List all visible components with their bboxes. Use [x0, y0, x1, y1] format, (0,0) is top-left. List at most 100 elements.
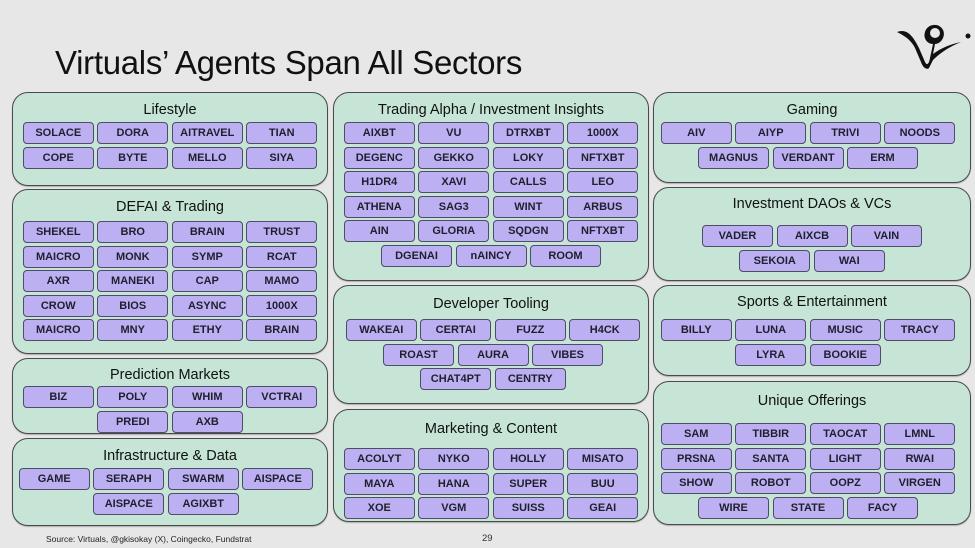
agent-chip: MELLO — [171, 146, 243, 169]
agent-chip: MAICRO — [22, 245, 94, 268]
agent-chip: SAM — [660, 423, 732, 445]
agent-chip: BIZ — [22, 386, 94, 408]
agent-chip: VGM — [418, 497, 490, 519]
agent-chip: NFTXBT — [567, 146, 639, 169]
agent-chip: LIGHT — [809, 447, 881, 470]
agent-chip: ARBUS — [567, 195, 639, 218]
agent-chip: VIRGEN — [884, 472, 956, 494]
agent-chip: COPE — [22, 146, 94, 169]
agent-chip: NYKO — [418, 448, 490, 470]
agent-chip: BILLY — [660, 319, 732, 341]
sector-title: Marketing & Content — [424, 421, 558, 437]
agent-chip: GAME — [18, 468, 90, 490]
agent-chip: AXB — [171, 410, 243, 433]
agent-chip: AIXCB — [776, 225, 848, 247]
agent-chip: MAYA — [343, 472, 415, 495]
agent-chip: SQDGN — [492, 220, 564, 242]
agent-chip: TIBBIR — [735, 423, 807, 445]
sector-title: Prediction Markets — [109, 367, 231, 383]
agent-chip: H1DR4 — [343, 171, 415, 193]
agent-chip: SERAPH — [93, 468, 165, 490]
agent-chip: GEAI — [567, 497, 639, 519]
agent-chip: SANTA — [735, 447, 807, 470]
sector-title: Sports & Entertainment — [737, 294, 887, 310]
agent-chip: VU — [418, 122, 490, 144]
agent-chip: MAGNUS — [698, 146, 769, 169]
agent-chip: AITRAVEL — [171, 122, 243, 144]
agent-chip: BRO — [97, 221, 169, 243]
agent-chip: SUPER — [492, 472, 564, 495]
agent-chip: AIN — [343, 220, 415, 242]
agent-chip: POLY — [97, 386, 169, 408]
agent-chip: SHOW — [660, 472, 732, 494]
sector-box-trading-alpha: Trading Alpha / Investment Insights AIXB… — [333, 92, 649, 281]
agent-chip: MAICRO — [22, 319, 94, 341]
agent-chip: OOPZ — [809, 472, 881, 494]
sector-title: Investment DAOs & VCs — [732, 196, 892, 212]
agent-chip: TAOCAT — [809, 423, 881, 445]
agent-chip: LMNL — [884, 423, 956, 445]
agent-chip: ERM — [847, 146, 918, 169]
agent-chip: TRUST — [246, 221, 318, 243]
agent-chip: ROBOT — [735, 472, 807, 494]
agent-chip: CALLS — [492, 171, 564, 193]
agent-chip: AISPACE — [242, 468, 314, 490]
agent-chip: DTRXBT — [492, 122, 564, 144]
agent-chip: DORA — [97, 122, 169, 144]
agent-chip: MISATO — [567, 448, 639, 470]
agent-chip: HOLLY — [492, 448, 564, 470]
sector-title: DEFAI & Trading — [116, 199, 224, 215]
agent-chip: SIYA — [246, 146, 318, 169]
agent-chip: VAIN — [851, 225, 922, 247]
agent-chip: SAG3 — [418, 195, 490, 218]
agent-chip: SHEKEL — [22, 221, 94, 243]
slide-title: Virtuals’ Agents Span All Sectors — [55, 44, 523, 81]
agent-chip: TIAN — [246, 122, 318, 144]
agent-chip: ATHENA — [343, 195, 415, 218]
agent-chip: 1000X — [246, 294, 318, 317]
agent-chip: ACOLYT — [343, 448, 415, 470]
agent-chip: LOKY — [492, 146, 564, 169]
agent-chip: SUISS — [492, 497, 564, 519]
agent-chip: CERTAI — [420, 319, 492, 341]
agent-chip: VCTRAI — [246, 386, 318, 408]
agent-chip: ROOM — [530, 244, 601, 267]
agent-chip: SYMP — [171, 245, 243, 268]
page-number: 29 — [482, 533, 493, 544]
agent-chip: GEKKO — [418, 146, 490, 169]
agent-chip: PRSNA — [660, 447, 732, 470]
agent-chip: VERDANT — [772, 146, 844, 169]
agent-chip: XAVI — [418, 171, 490, 193]
sector-title: Infrastructure & Data — [103, 448, 237, 464]
agent-chip: AISPACE — [93, 492, 165, 515]
agent-chip: ROAST — [383, 343, 454, 366]
agent-chip: DGENAI — [381, 244, 452, 267]
agent-chip: GLORIA — [418, 220, 490, 242]
agent-chip: CENTRY — [494, 368, 566, 390]
agent-chip: MAMO — [246, 270, 318, 292]
agent-chip: AIV — [660, 122, 732, 144]
source-note: Source: Virtuals, @gkisokay (X), Coingec… — [46, 534, 252, 544]
agent-chip: LEO — [567, 171, 639, 193]
agent-chip: MONK — [97, 245, 169, 268]
agent-chip: MNY — [97, 319, 169, 341]
agent-chip: WINT — [492, 195, 564, 218]
agent-chip: AGIXBT — [167, 492, 239, 515]
agent-chip: NFTXBT — [567, 220, 639, 242]
agent-chip: RCAT — [246, 245, 318, 268]
agent-chip: ASYNC — [171, 294, 243, 317]
agent-chip: 1000X — [567, 122, 639, 144]
agent-chip: AIXBT — [343, 122, 415, 144]
agent-chip: ETHY — [171, 319, 243, 341]
agent-chip: STATE — [772, 496, 844, 519]
agent-chip: VADER — [702, 225, 773, 247]
agent-chip: SEKOIA — [739, 249, 811, 272]
agent-chip: BRAIN — [171, 221, 243, 243]
